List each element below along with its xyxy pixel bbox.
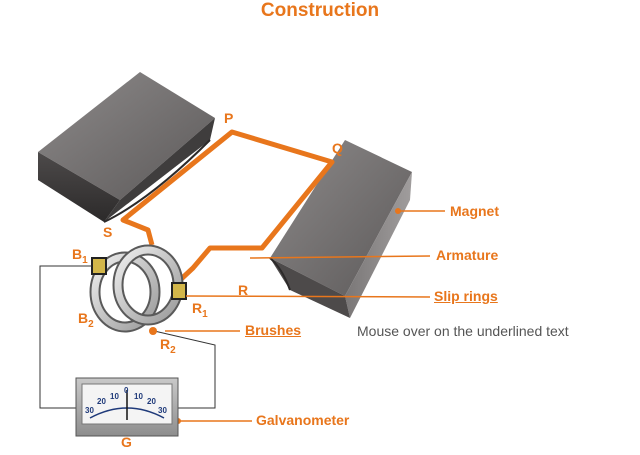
galvanometer-scale-label: 30	[158, 406, 167, 415]
galvanometer-scale-label: 0	[124, 386, 129, 395]
galvanometer-scale-label: 20	[147, 397, 156, 406]
galvanometer-scale-label: 30	[85, 406, 94, 415]
point-label-r1-sub: 1	[202, 308, 208, 320]
magnet-marker	[395, 208, 401, 214]
point-label-r2-letter: R	[160, 336, 171, 352]
point-label-r2-sub: 2	[170, 344, 176, 356]
point-label-p: P	[224, 110, 234, 126]
left-magnet	[38, 72, 215, 223]
point-label-r1-letter: R	[192, 300, 203, 316]
brush-b1	[91, 257, 107, 275]
brushes-marker	[149, 327, 157, 335]
point-label-b1-sub: 1	[82, 254, 88, 266]
point-label-b1: B1	[72, 246, 88, 266]
hint-text: Mouse over on the underlined text	[357, 323, 569, 339]
callout-galvanometer[interactable]: Galvanometer	[256, 412, 350, 428]
right-magnet	[269, 140, 412, 318]
galvanometer-scale-label: 10	[110, 392, 119, 401]
circuit-wire-right	[149, 329, 216, 409]
point-label-b1-letter: B	[72, 246, 83, 262]
point-label-g: G	[121, 434, 132, 450]
slip-rings	[89, 244, 184, 333]
leader-lines	[165, 210, 445, 422]
galvanometer-scale-label: 20	[97, 397, 106, 406]
point-label-b2-letter: B	[78, 310, 89, 326]
callout-slip-rings[interactable]: Slip rings	[434, 288, 498, 304]
point-label-s: S	[103, 224, 113, 240]
armature-coil	[120, 129, 335, 284]
callout-brushes[interactable]: Brushes	[245, 322, 302, 338]
galvanometer-scale-label: 10	[134, 392, 143, 401]
point-label-b2: B2	[78, 310, 94, 330]
circuit-wire-left	[39, 265, 92, 409]
point-label-r2: R2	[160, 336, 176, 356]
point-label-r1: R1	[192, 300, 208, 320]
page-title: Construction	[260, 0, 380, 21]
point-label-r: R	[238, 282, 249, 298]
callout-armature[interactable]: Armature	[436, 247, 499, 263]
brush-r1	[171, 282, 187, 300]
callout-magnet[interactable]: Magnet	[450, 203, 499, 219]
galvanometer	[75, 377, 179, 437]
point-label-b2-sub: 2	[88, 318, 94, 330]
point-label-q: Q	[332, 140, 343, 156]
